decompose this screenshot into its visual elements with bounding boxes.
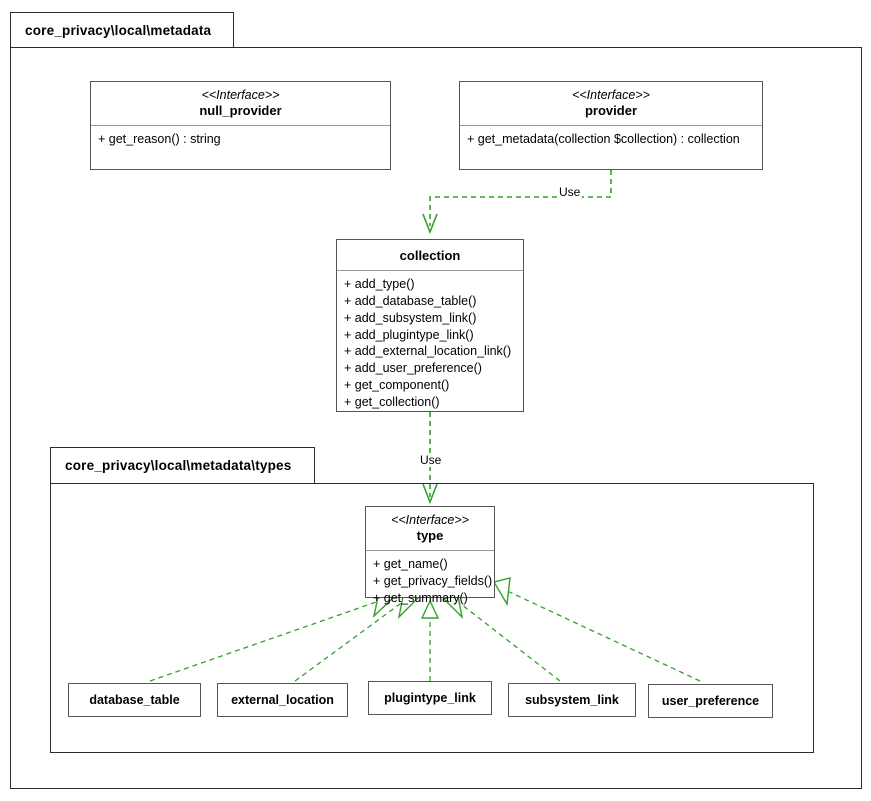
class-member: + get_reason() : string bbox=[98, 132, 221, 147]
class-header-collection: collection bbox=[337, 240, 523, 272]
package-tab-types: core_privacy\local\metadata\types bbox=[50, 447, 315, 484]
class-box-provider[interactable]: <<Interface>> provider + get_metadata(co… bbox=[459, 81, 763, 170]
class-members-type: + get_name() + get_privacy_fields() + ge… bbox=[366, 551, 494, 612]
class-member: + get_privacy_fields() bbox=[373, 573, 493, 588]
class-name-label: user_preference bbox=[661, 694, 760, 708]
class-name-label: plugintype_link bbox=[384, 691, 476, 705]
class-box-user-preference[interactable]: user_preference bbox=[648, 684, 773, 718]
class-member: + add_user_preference() bbox=[344, 361, 482, 376]
class-name-label: database_table bbox=[89, 693, 180, 707]
class-name-label: subsystem_link bbox=[525, 693, 619, 707]
class-box-database-table[interactable]: database_table bbox=[68, 683, 201, 717]
class-member: + add_database_table() bbox=[344, 294, 477, 309]
class-member: + add_external_location_link() bbox=[344, 344, 512, 359]
package-frame-metadata bbox=[10, 47, 862, 789]
class-members-collection: + add_type() + add_database_table() + ad… bbox=[337, 271, 523, 416]
class-name-label: null_provider bbox=[199, 102, 282, 118]
class-member: + add_type() bbox=[344, 277, 415, 292]
class-name-label: external_location bbox=[231, 693, 334, 707]
stereotype-label: <<Interface>> bbox=[572, 88, 650, 102]
class-member: + get_summary() bbox=[373, 590, 468, 605]
edge-label-text: Use bbox=[420, 453, 442, 467]
class-box-external-location[interactable]: external_location bbox=[217, 683, 348, 717]
class-header-null-provider: <<Interface>> null_provider bbox=[91, 82, 390, 127]
class-member: + add_plugintype_link() bbox=[344, 327, 474, 342]
package-frame-types bbox=[50, 483, 814, 753]
class-box-subsystem-link[interactable]: subsystem_link bbox=[508, 683, 636, 717]
stereotype-label: <<Interface>> bbox=[391, 513, 469, 527]
class-members-null-provider: + get_reason() : string bbox=[91, 126, 390, 169]
class-header-provider: <<Interface>> provider bbox=[460, 82, 762, 127]
edge-label-text: Use bbox=[559, 185, 581, 199]
class-box-plugintype-link[interactable]: plugintype_link bbox=[368, 681, 492, 715]
class-member: + get_collection() bbox=[344, 394, 440, 409]
edge-label-use-collection-type: Use bbox=[418, 453, 444, 467]
class-header-type: <<Interface>> type bbox=[366, 507, 494, 552]
class-box-null-provider[interactable]: <<Interface>> null_provider + get_reason… bbox=[90, 81, 391, 170]
class-box-collection[interactable]: collection + add_type() + add_database_t… bbox=[336, 239, 524, 412]
package-tab-metadata: core_privacy\local\metadata bbox=[10, 12, 234, 48]
class-name-label: collection bbox=[399, 248, 461, 263]
class-box-type[interactable]: <<Interface>> type + get_name() + get_pr… bbox=[365, 506, 495, 605]
class-member: + get_component() bbox=[344, 377, 450, 392]
class-member: + add_subsystem_link() bbox=[344, 310, 477, 325]
class-members-provider: + get_metadata(collection $collection) :… bbox=[460, 126, 762, 169]
class-member: + get_name() bbox=[373, 557, 448, 572]
class-member: + get_metadata(collection $collection) :… bbox=[467, 132, 740, 147]
package-label-types: core_privacy\local\metadata\types bbox=[65, 458, 292, 473]
stereotype-label: <<Interface>> bbox=[201, 88, 280, 102]
class-name-label: provider bbox=[584, 102, 637, 118]
class-name-label: type bbox=[416, 527, 444, 543]
package-label-metadata: core_privacy\local\metadata bbox=[25, 22, 212, 38]
edge-label-use-provider-collection: Use bbox=[557, 185, 583, 199]
